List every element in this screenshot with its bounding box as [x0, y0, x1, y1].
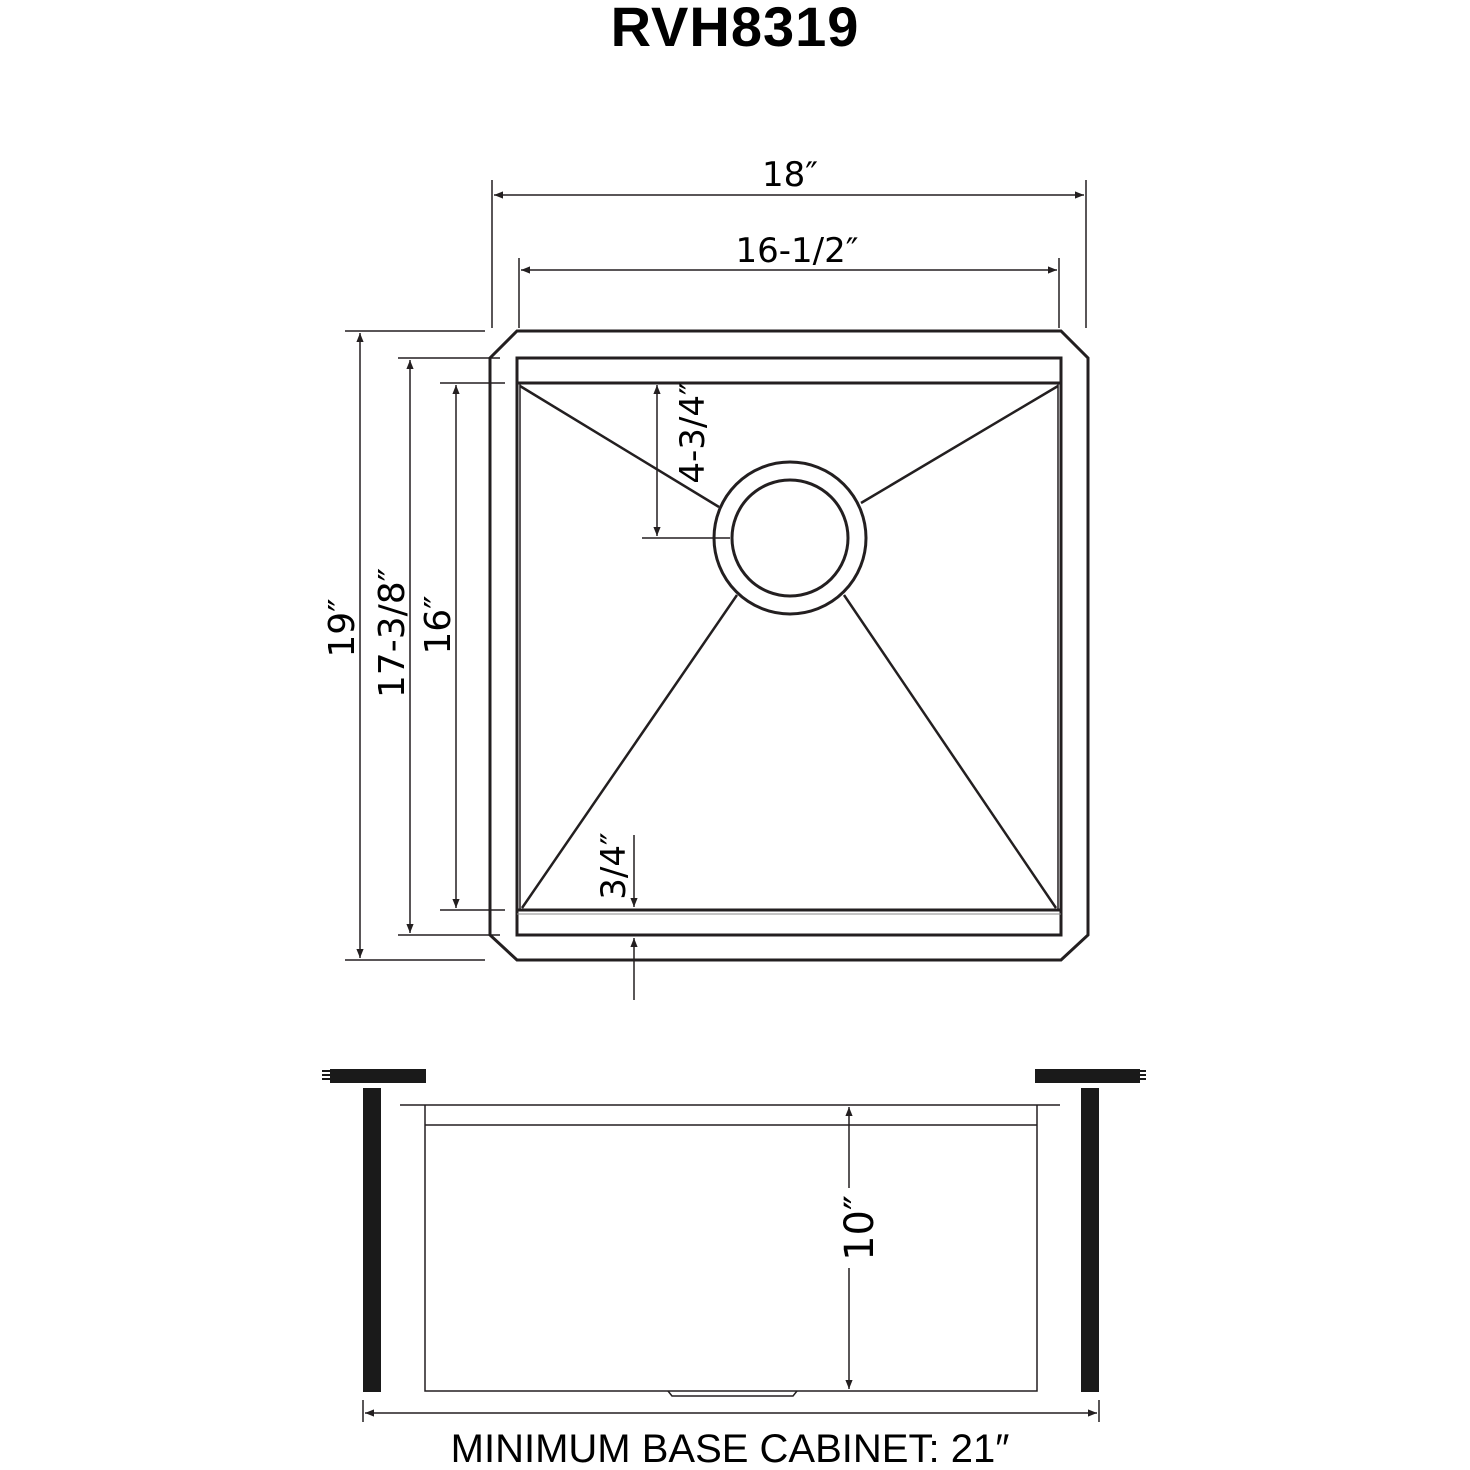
- side-view: [322, 1069, 1146, 1422]
- label-inner-width: 16-1/2″: [736, 231, 859, 271]
- label-inner-depth-b: 16″: [418, 595, 459, 654]
- label-inner-depth-a: 17-3/8″: [372, 568, 413, 698]
- countertop-right: [1035, 1069, 1140, 1083]
- sink-bowl-side: [424, 1105, 1038, 1392]
- label-bowl-depth: 10″: [837, 1195, 883, 1261]
- cabinet-wall-right: [1081, 1088, 1099, 1392]
- countertop-left: [330, 1069, 426, 1083]
- slope-line: [520, 594, 739, 909]
- slope-line: [519, 384, 720, 509]
- page-title: RVH8319: [610, 0, 860, 58]
- label-overall-depth: 19″: [322, 598, 363, 657]
- drain-inner-ring: [730, 478, 850, 598]
- slope-line: [860, 384, 1059, 505]
- top-view: [345, 180, 1090, 1000]
- slope-line: [842, 594, 1058, 909]
- label-overall-width: 18″: [762, 155, 818, 195]
- sink-flange-outline: [488, 329, 1090, 962]
- bowl-rim: [515, 356, 1063, 937]
- label-drain-offset: 4-3/4″: [673, 382, 713, 483]
- drain-side: [667, 1390, 798, 1397]
- cabinet-wall-left: [363, 1088, 381, 1392]
- label-ledge-width: 3/4″: [594, 832, 634, 899]
- label-min-cabinet: MINIMUM BASE CABINET: 21″: [451, 1427, 1010, 1470]
- drain-outer-ring: [712, 460, 868, 616]
